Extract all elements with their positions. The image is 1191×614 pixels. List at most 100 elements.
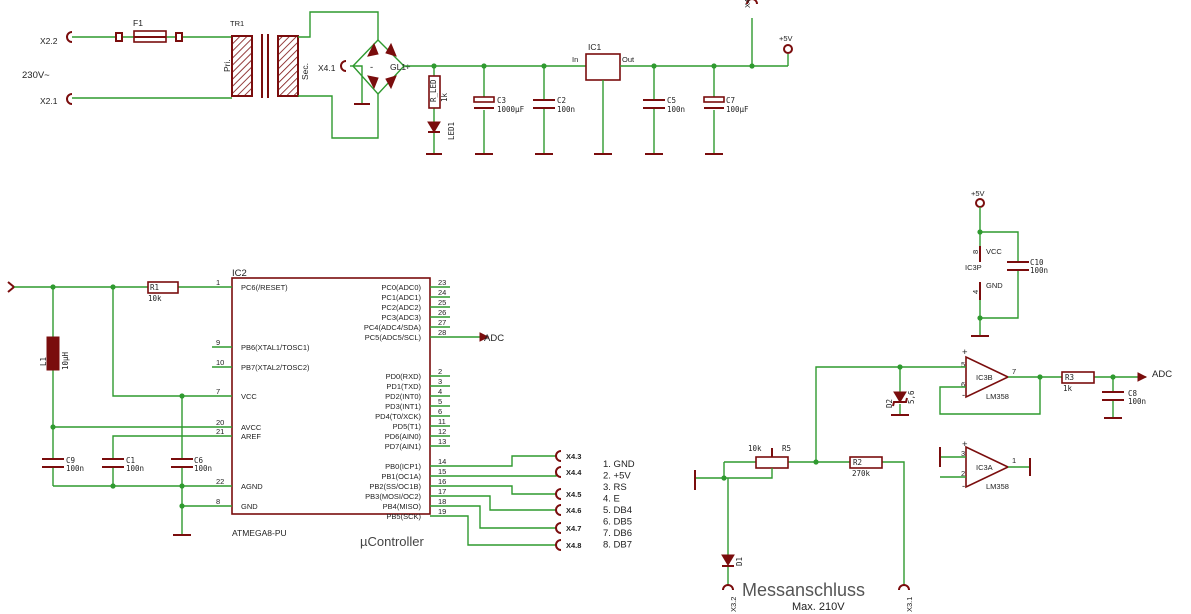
connector-x42-icon <box>746 0 758 5</box>
lcd-connector-icon <box>555 504 562 516</box>
lcd-connector-label: X4.8 <box>566 541 581 550</box>
mcu-left-pin-name: PB7(XTAL2/TOSC2) <box>241 363 310 372</box>
ic1-label: IC1 <box>588 42 602 52</box>
opamp-ic3b-icon <box>965 355 1010 399</box>
mcu-left-pin-num: 1 <box>216 278 220 287</box>
mcu-right-pin-name: PC5(ADC5/SCL) <box>365 333 422 342</box>
r2-label: R2 <box>853 458 862 467</box>
x42-label: X4.2 <box>743 0 752 8</box>
mcu-right-pin-num: 28 <box>438 328 446 337</box>
mcu-left-pin-num: 10 <box>216 358 224 367</box>
x31-label: X3.1 <box>905 597 914 612</box>
lcd-connector-label: X4.3 <box>566 452 581 461</box>
mcu-right-pin-name: PB2(SS/OC1B) <box>369 482 421 491</box>
lcd-connector-icon <box>555 522 562 534</box>
zener-d2-icon <box>893 391 907 403</box>
mcu-section-title: µController <box>360 534 425 549</box>
gl1-minus: - <box>370 62 373 73</box>
x21-label: X2.1 <box>40 96 58 106</box>
c7-label: C7 <box>726 96 735 105</box>
ic1-out-label: Out <box>622 55 635 64</box>
mcu-right-pin-name: PC3(ADC3) <box>381 313 421 322</box>
mcu-right-pin-name: PC2(ADC2) <box>381 303 421 312</box>
mcu-right-pin-num: 27 <box>438 318 446 327</box>
mcu-left-pin-num: 22 <box>216 477 224 486</box>
c7-value: 100µF <box>726 105 749 114</box>
c6-value: 100n <box>194 464 212 473</box>
transformer-primary-icon <box>231 35 253 97</box>
ic3b-label: IC3B <box>976 373 993 382</box>
lcd-pin-legend-item: 4. E <box>603 494 620 505</box>
ic3a-plus: + <box>962 439 968 450</box>
mcu-right-pin-name: PB1(OC1A) <box>381 472 421 481</box>
opamp-ic3a-icon <box>965 445 1010 489</box>
c9-value: 100n <box>66 464 84 473</box>
ic2-label: IC2 <box>232 268 247 279</box>
atmega8-chip <box>231 277 431 515</box>
c10-label: C10 <box>1030 258 1044 267</box>
l1-value: 10µH <box>61 351 70 370</box>
meas-v5-label: +5V <box>971 189 985 198</box>
r3-label: R3 <box>1065 373 1074 382</box>
c2-label: C2 <box>557 96 566 105</box>
vcc-5v-icon <box>783 44 793 54</box>
r5-value: 10k <box>748 444 762 453</box>
ic3a-pin3: 3 <box>961 449 965 458</box>
x32-label: X3.2 <box>729 597 738 612</box>
meas-adc-label: ADC <box>1152 369 1172 380</box>
mcu-right-pin-name: PD7(AIN1) <box>385 442 422 451</box>
ic3a-pin1: 1 <box>1012 456 1016 465</box>
rled-value: 1k <box>440 92 449 102</box>
adc-arrow-icon <box>479 332 490 342</box>
v5-label: +5V <box>779 34 793 43</box>
mcu-left-pin-num: 20 <box>216 418 224 427</box>
lcd-pin-legend-item: 2. +5V <box>603 471 631 482</box>
mcu-right-pin-num: 6 <box>438 407 442 416</box>
connector-x31-icon <box>898 584 910 591</box>
mcu-left-pin-name: AGND <box>241 482 263 491</box>
lcd-connector-label: X4.7 <box>566 524 581 533</box>
mcu-left-pin-name: PC6(/RESET) <box>241 283 288 292</box>
resistor-r1-icon <box>147 281 179 294</box>
mcu-right-pin-name: PC4(ADC4/SDA) <box>364 323 422 332</box>
lcd-connector-label: X4.6 <box>566 506 581 515</box>
c3-label: C3 <box>497 96 506 105</box>
mcu-left-pin-num: 8 <box>216 497 220 506</box>
mcu-left-pin-name: AVCC <box>241 423 262 432</box>
inductor-l1-icon <box>46 336 60 371</box>
ic3b-pin7: 7 <box>1012 367 1016 376</box>
x22-label: X2.2 <box>40 36 58 46</box>
mcu-right-pin-num: 4 <box>438 387 442 396</box>
mcu-left-pin-num: 7 <box>216 387 220 396</box>
mcu-right-pin-num: 14 <box>438 457 446 466</box>
lcd-pin-legend-item: 3. RS <box>603 482 627 493</box>
r1-label: R1 <box>150 283 159 292</box>
mcu-right-pin-num: 12 <box>438 427 446 436</box>
r1-value: 10k <box>148 294 162 303</box>
lcd-pin-legend-item: 8. DB7 <box>603 540 632 551</box>
mcu-right-pin-num: 3 <box>438 377 442 386</box>
c6-label: C6 <box>194 456 204 465</box>
mcu-right-pin-name: PC1(ADC1) <box>381 293 421 302</box>
fuse-terminal-left-icon <box>115 32 123 42</box>
p8-label: 8 <box>971 250 980 254</box>
mcu-right-pin-num: 26 <box>438 308 446 317</box>
f1-label: F1 <box>133 18 143 28</box>
ic1-in-label: In <box>572 55 578 64</box>
mcu-right-pin-name: PB4(MISO) <box>383 502 422 511</box>
mains-voltage-label: 230V~ <box>22 70 50 81</box>
connector-x22-icon <box>66 31 73 43</box>
lcd-pin-legend-item: 1. GND <box>603 459 635 470</box>
ic3b-minus: - <box>962 390 965 401</box>
primary-label: Pri. <box>222 59 232 72</box>
mcu-right-pin-num: 5 <box>438 397 442 406</box>
c2-value: 100n <box>557 105 575 114</box>
c8-value: 100n <box>1128 397 1146 406</box>
r3-value: 1k <box>1063 384 1073 393</box>
vcc-5v-icon-2 <box>975 198 985 208</box>
mcu-right-pin-name: PD1(TXD) <box>386 382 421 391</box>
c9-label: C9 <box>66 456 75 465</box>
measurement-subtitle: Max. 210V <box>792 601 845 613</box>
capacitor-c3-icon <box>473 96 495 103</box>
